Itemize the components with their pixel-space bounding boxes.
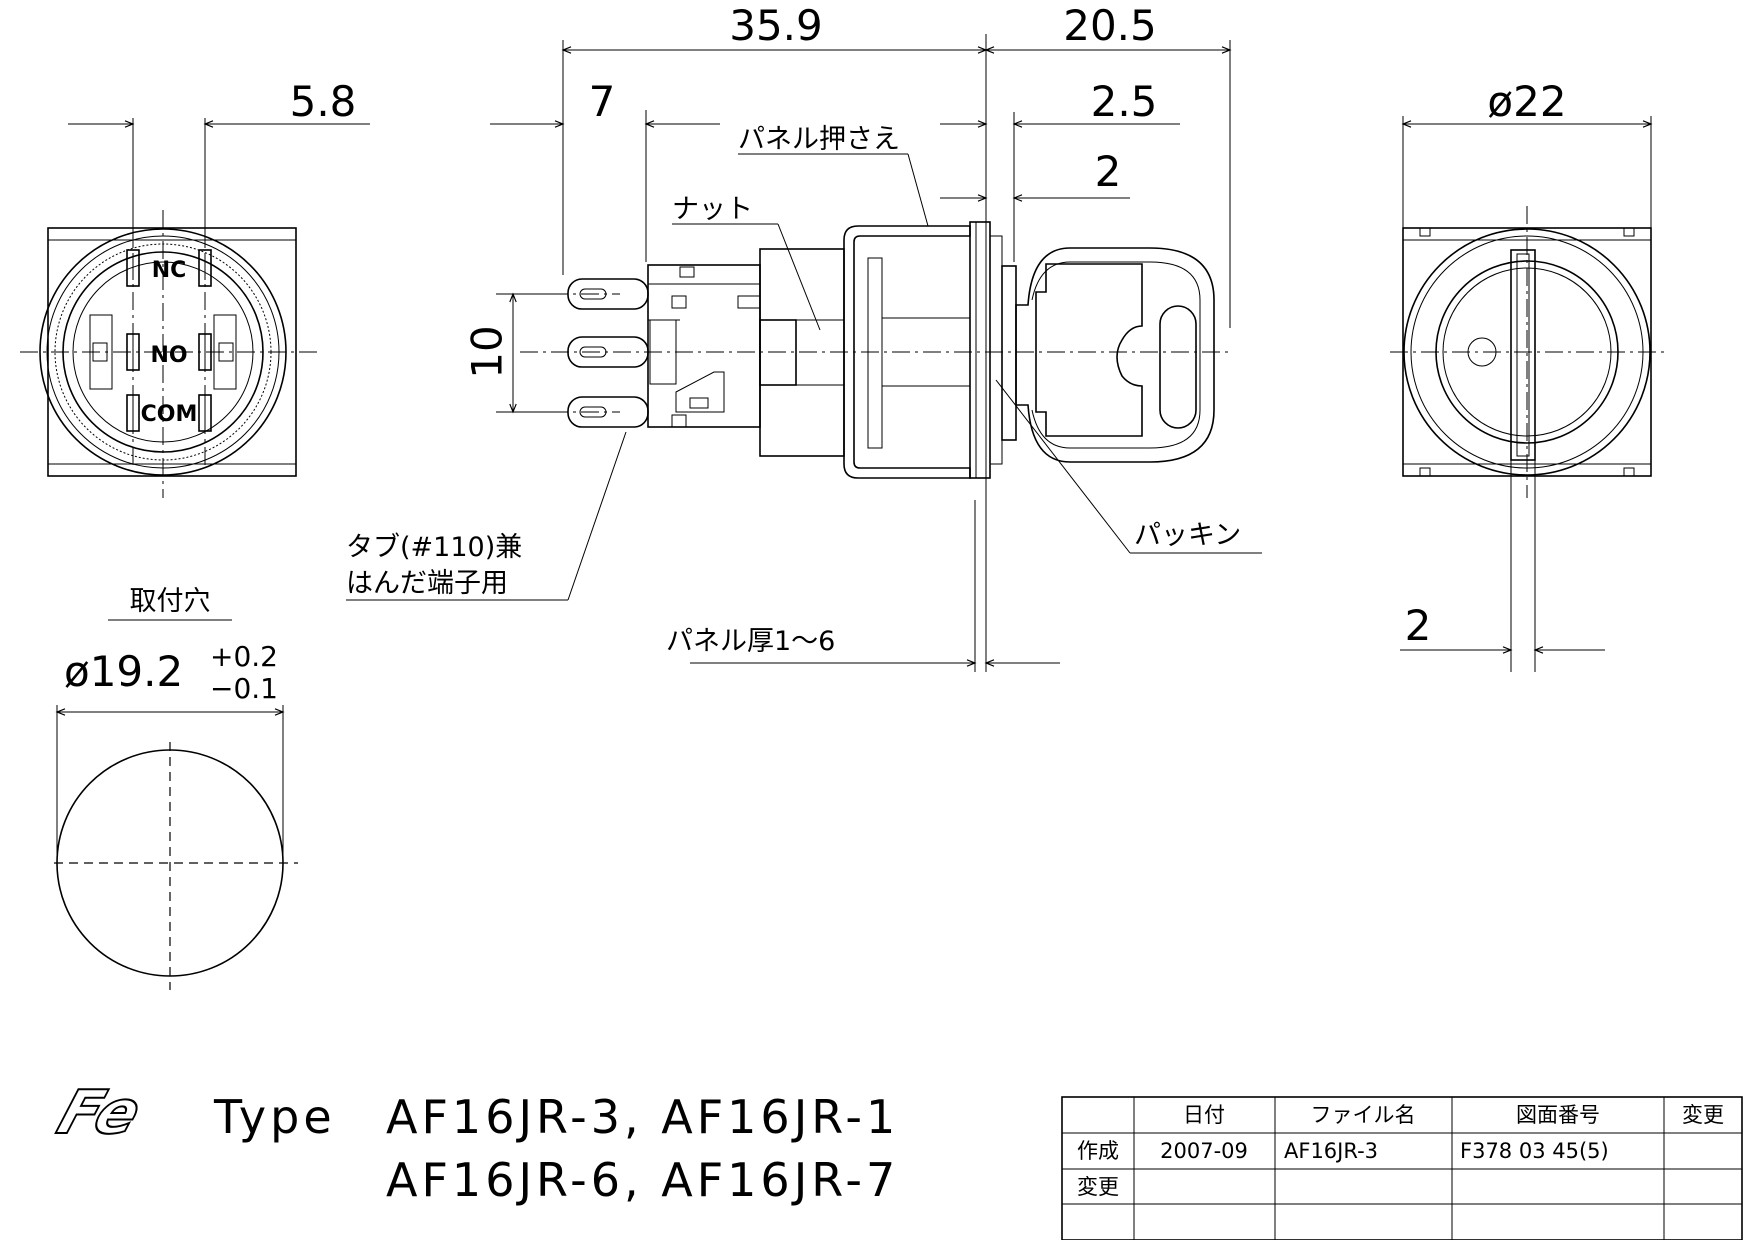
label-panel-thickness: パネル厚1～6: [666, 626, 835, 657]
header-date: 日付: [1183, 1103, 1225, 1127]
terminal-label-com: COM: [141, 402, 198, 427]
dimension-5-8: 5.8: [290, 77, 357, 126]
dimension-2-top: 2: [1095, 147, 1122, 196]
dimension-20-5: 20.5: [1063, 1, 1157, 50]
label-panel-retainer: パネル押さえ: [738, 124, 900, 155]
type-line-2: AF16JR-6, AF16JR-7: [386, 1153, 899, 1207]
type-prefix: Type: [213, 1090, 336, 1144]
key-grip-hatched: [1035, 263, 1143, 437]
label-tab-line2: はんだ端子用: [346, 568, 508, 599]
dimension-10: 10: [463, 325, 512, 378]
label-nut: ナット: [672, 194, 753, 225]
header-file-name: ファイル名: [1311, 1103, 1416, 1127]
row-created-file: AF16JR-3: [1284, 1139, 1378, 1163]
dimension-hole-tol-plus: +0.2: [210, 640, 278, 673]
key: [1015, 247, 1215, 463]
svg-text:Fe: Fe: [50, 1077, 150, 1147]
front-view: ø22 2: [1390, 77, 1664, 672]
row-created-drawing-number: F378 03 45(5): [1460, 1139, 1609, 1163]
dimension-dia-22: ø22: [1487, 77, 1566, 126]
dimension-35-9: 35.9: [729, 1, 823, 50]
dimension-2-right: 2: [1405, 601, 1432, 650]
title-block: 日付 ファイル名 図面番号 変更 作成 2007-09 AF16JR-3 F37…: [1061, 1096, 1743, 1240]
dimension-7: 7: [589, 77, 616, 126]
side-view: 10 35.9 20.5 7 2.5 2 パネル厚1～6 パネル: [346, 1, 1262, 672]
header-change: 変更: [1682, 1103, 1724, 1127]
dimension-2-5: 2.5: [1091, 77, 1158, 126]
terminal-label-no: NO: [150, 343, 187, 368]
mounting-hole-view: 取付穴 ø19.2 +0.2 −0.1: [54, 586, 298, 990]
label-tab-line1: タブ(#110)兼: [346, 532, 522, 563]
terminal-label-nc: NC: [152, 258, 187, 283]
fe-logo: Fe: [49, 1076, 151, 1148]
row-created-label: 作成: [1077, 1139, 1119, 1163]
label-mounting-hole: 取付穴: [130, 586, 211, 617]
label-packing: パッキン: [1134, 520, 1241, 551]
key-blade: [1510, 249, 1536, 461]
dimension-hole-tol-minus: −0.1: [210, 672, 278, 705]
row-created-date: 2007-09: [1160, 1139, 1248, 1163]
row-changed-label: 変更: [1077, 1175, 1119, 1199]
dimension-hole-diameter: ø19.2: [64, 647, 183, 696]
type-title: Fe Type AF16JR-3, AF16JR-1 AF16JR-6, AF1…: [49, 1076, 899, 1207]
header-drawing-number: 図面番号: [1516, 1103, 1600, 1127]
key-slot: [1159, 305, 1197, 429]
type-line-1: AF16JR-3, AF16JR-1: [386, 1090, 899, 1144]
terminal-view: NC NO COM 5.8: [20, 77, 370, 498]
